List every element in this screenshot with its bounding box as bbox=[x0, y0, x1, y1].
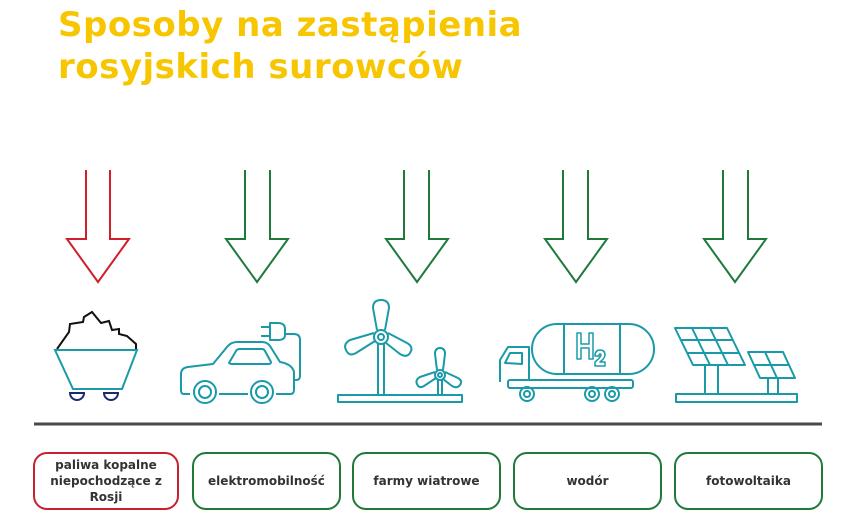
title-line-1: Sposoby na zastąpienia bbox=[58, 5, 523, 45]
page-title: Sposoby na zastąpienia rosyjskich surowc… bbox=[58, 4, 522, 88]
arrow-down-icon bbox=[65, 170, 131, 284]
label-box-hydrogen: wodór bbox=[513, 452, 662, 510]
label-text: elektromobilność bbox=[208, 474, 325, 488]
arrow-down-icon bbox=[702, 170, 768, 284]
arrow-down-icon bbox=[543, 170, 609, 284]
label-text: farmy wiatrowe bbox=[373, 474, 480, 488]
coal-cart-icon bbox=[53, 310, 139, 401]
label-text-line-2: niepochodzące z Rosji bbox=[50, 474, 162, 504]
label-text-line-1: paliwa kopalne bbox=[55, 458, 157, 472]
wind-turbine-icon bbox=[337, 299, 463, 403]
label-box-wind-farms: farmy wiatrowe bbox=[352, 452, 501, 510]
arrow-down-icon bbox=[224, 170, 290, 284]
label-text: wodór bbox=[566, 474, 609, 488]
label-box-photovoltaics: fotowoltaika bbox=[674, 452, 823, 510]
hydrogen-truck-icon bbox=[499, 323, 655, 402]
arrow-down-icon bbox=[384, 170, 450, 284]
solar-panel-icon bbox=[674, 327, 798, 403]
title-line-2: rosyjskich surowców bbox=[58, 47, 464, 87]
label-text: fotowoltaika bbox=[706, 474, 791, 488]
electric-car-icon bbox=[180, 322, 301, 404]
label-box-electromobility: elektromobilność bbox=[192, 452, 341, 510]
label-box-fossil-fuels: paliwa kopalne niepochodzące z Rosji bbox=[33, 452, 179, 510]
